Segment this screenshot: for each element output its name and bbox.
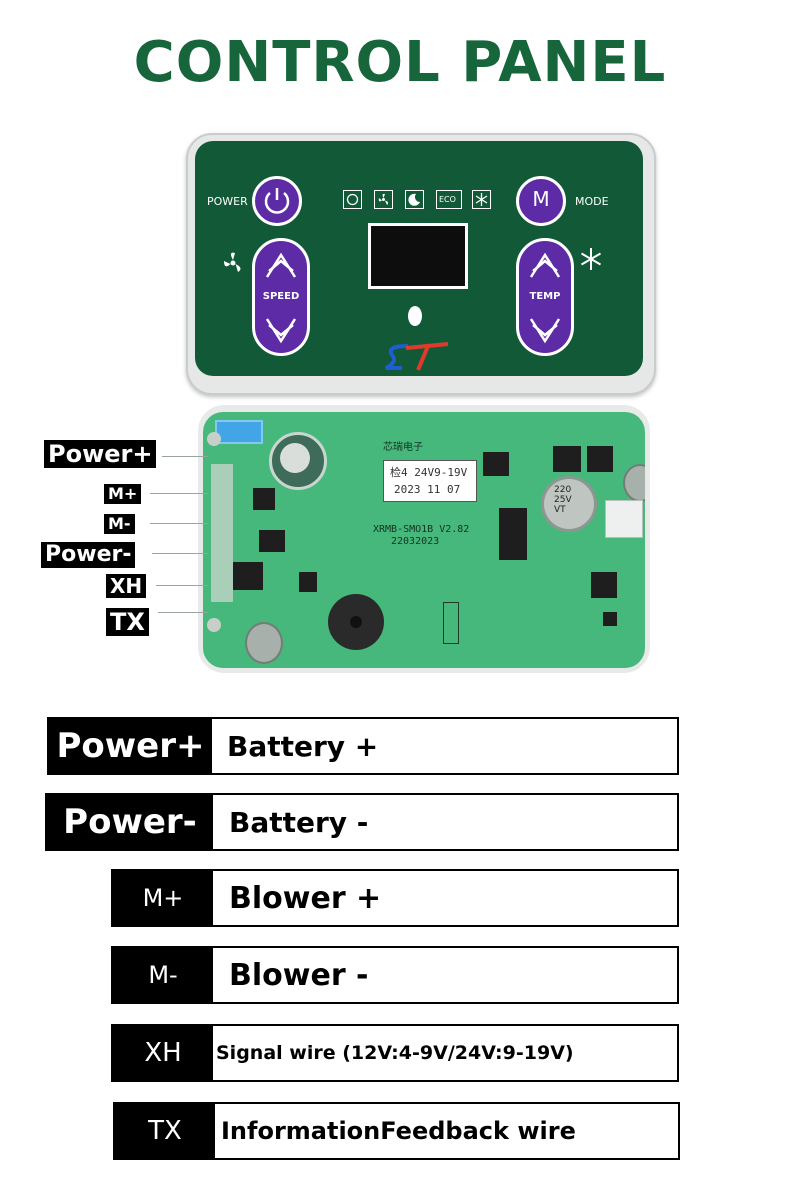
pcb-sticker: 检4 24V9-19V 2023 11 07	[383, 460, 477, 502]
pcb-board: 220 25V VT 检4 24V9-19V 2023 11 07 XRMB-S…	[203, 412, 645, 668]
legend-value: Battery +	[227, 729, 379, 763]
ic-main	[499, 508, 527, 560]
capacitor-small	[623, 464, 645, 502]
fan-icon	[374, 190, 393, 209]
light-sensor	[408, 306, 422, 326]
legend-value: Battery -	[229, 805, 369, 839]
fan-speed-icon	[224, 252, 241, 272]
mode-button-letter: M	[532, 187, 550, 211]
speed-arrows-icon	[265, 252, 297, 344]
inductor-3	[483, 452, 509, 476]
cap-text-3: VT	[554, 505, 566, 515]
legend-value: Blower -	[229, 957, 369, 993]
mount-hole-top	[207, 432, 221, 446]
legend-key: XH	[113, 1026, 213, 1080]
ic-4	[603, 612, 617, 626]
board-model-text: XRMB-SMO1B V2.82	[373, 524, 470, 535]
lead-power-minus	[152, 553, 208, 554]
inductor-2	[587, 446, 613, 472]
legend-key: TX	[115, 1104, 215, 1158]
legend-key: Power+	[49, 719, 212, 773]
legend-row-power-plus: Power+ Battery +	[47, 717, 679, 775]
moon-icon	[405, 190, 424, 209]
wire-terminals	[211, 464, 233, 602]
lead-power-plus	[162, 456, 208, 457]
power-label: POWER	[207, 195, 248, 208]
ic-3	[299, 572, 317, 592]
capacitor-top	[280, 443, 310, 473]
tag-tx: TX	[106, 608, 149, 636]
legend-key: M-	[113, 948, 213, 1002]
legend-row-m-minus: M- Blower -	[111, 946, 679, 1004]
legend-row-power-minus: Power- Battery -	[45, 793, 679, 851]
legend-key: M+	[113, 871, 213, 925]
buzzer-hole	[350, 616, 362, 628]
mode-button[interactable]: M	[516, 176, 566, 226]
ic-2	[259, 530, 285, 552]
tag-m-plus: M+	[104, 484, 142, 504]
legend-key: Power-	[47, 795, 213, 849]
fuse	[215, 420, 263, 444]
mode-label: MODE	[575, 195, 609, 208]
sticker-line-1: 检4 24V9-19V	[390, 466, 468, 479]
power-symbol-icon	[343, 190, 362, 209]
snowflake-icon	[472, 190, 491, 209]
capacitor-bottom	[245, 622, 283, 664]
board-code-text: 22032023	[391, 536, 440, 547]
lead-m-plus	[150, 493, 208, 494]
header-pins	[443, 602, 459, 644]
eco-icon: ECO	[436, 190, 462, 209]
legend-value: Signal wire (12V:4-9V/24V:9-19V)	[216, 1042, 574, 1064]
temp-arrows-icon	[529, 252, 561, 344]
tag-power-plus: Power+	[44, 440, 157, 468]
legend-row-m-plus: M+ Blower +	[111, 869, 679, 927]
mount-hole-bottom	[207, 618, 221, 632]
snowflake-temp-icon	[580, 248, 602, 270]
sticker-line-2: 2023 11 07	[394, 483, 461, 496]
display-screen	[368, 223, 468, 289]
legend-row-xh: XH Signal wire (12V:4-9V/24V:9-19V)	[111, 1024, 679, 1082]
inductor-4	[233, 562, 263, 590]
inductor-1	[553, 446, 581, 472]
legend-value: InformationFeedback wire	[221, 1117, 576, 1145]
page-title: CONTROL PANEL	[133, 30, 667, 95]
ic-1	[253, 488, 275, 510]
brand-logo	[385, 342, 449, 371]
power-icon	[264, 188, 290, 214]
speed-button[interactable]: SPEED	[252, 238, 310, 356]
white-connector	[605, 500, 643, 538]
speed-label: SPEED	[262, 291, 300, 302]
lead-m-minus	[150, 523, 208, 524]
inductor-5	[591, 572, 617, 598]
cap-text-1: 220	[554, 485, 572, 495]
legend-value: Blower +	[229, 880, 382, 916]
temp-button[interactable]: TEMP	[516, 238, 574, 356]
tag-xh: XH	[106, 574, 147, 598]
temp-label: TEMP	[529, 291, 561, 302]
lead-xh	[156, 585, 208, 586]
cap-text-2: 25V	[554, 495, 572, 505]
tag-m-minus: M-	[104, 514, 135, 534]
lead-tx	[158, 612, 208, 613]
capacitor-220: 220 25V VT	[541, 476, 597, 532]
eco-label: ECO	[439, 195, 456, 204]
legend-row-tx: TX InformationFeedback wire	[113, 1102, 680, 1160]
maker-text: 芯瑞电子	[383, 442, 423, 453]
power-button[interactable]	[252, 176, 302, 226]
tag-power-minus: Power-	[41, 542, 136, 568]
